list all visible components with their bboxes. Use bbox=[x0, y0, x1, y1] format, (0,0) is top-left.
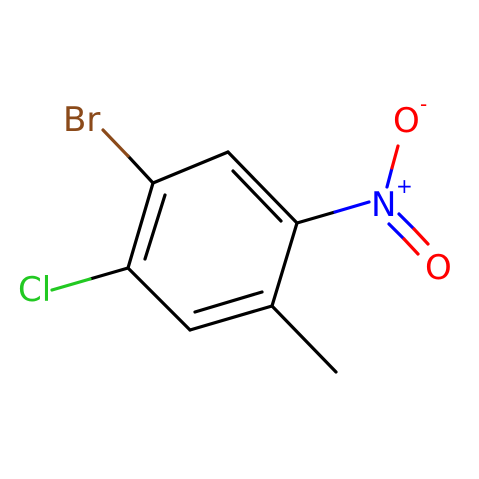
ring-bond-c5-c6 bbox=[126, 266, 192, 332]
bond-n-odouble-a-nitrogen-half bbox=[397, 212, 416, 231]
atom-label-br: Br bbox=[63, 100, 100, 140]
atom-label-o-double: O bbox=[425, 248, 452, 288]
bond-n-odouble-b-nitrogen-half bbox=[387, 222, 406, 241]
bond-c3-n-carbon-half bbox=[295, 210, 337, 225]
charge-label-n: + bbox=[396, 174, 413, 198]
bond-c4-methyl bbox=[270, 304, 338, 374]
bond-n-odouble-a-oxygen-half bbox=[412, 227, 430, 246]
ring-bond-c4-c5-inner bbox=[193, 290, 264, 314]
benzene-ring bbox=[126, 150, 299, 332]
atom-label-n: N bbox=[371, 185, 396, 225]
bond-c3-n-nitrogen-half bbox=[333, 200, 371, 214]
charge-label-o-minus: - bbox=[420, 92, 427, 116]
ring-bond-c6-c1-inner bbox=[143, 193, 167, 261]
atom-label-o-minus: O bbox=[393, 101, 420, 141]
ring-bond-c4-c5 bbox=[188, 304, 274, 332]
bond-n-ominus-nitrogen-half bbox=[385, 166, 394, 189]
bond-c1-br-bromine-half bbox=[101, 128, 130, 158]
ring-bond-c2-c3-inner bbox=[231, 169, 283, 223]
ring-bond-c2-c3 bbox=[226, 150, 299, 225]
bond-n-ominus-oxygen-half bbox=[390, 144, 400, 170]
bond-c1-br-carbon-half bbox=[126, 154, 155, 185]
ring-bond-c1-c2 bbox=[151, 150, 230, 185]
ring-bond-c6-c1 bbox=[126, 181, 155, 270]
bond-c6-cl-chlorine-half bbox=[50, 277, 92, 292]
bond-n-odouble-b-oxygen-half bbox=[402, 237, 420, 256]
atom-label-cl: Cl bbox=[18, 270, 51, 310]
ring-bond-c3-c4 bbox=[270, 221, 299, 308]
bond-c6-cl-carbon-half bbox=[88, 266, 130, 281]
